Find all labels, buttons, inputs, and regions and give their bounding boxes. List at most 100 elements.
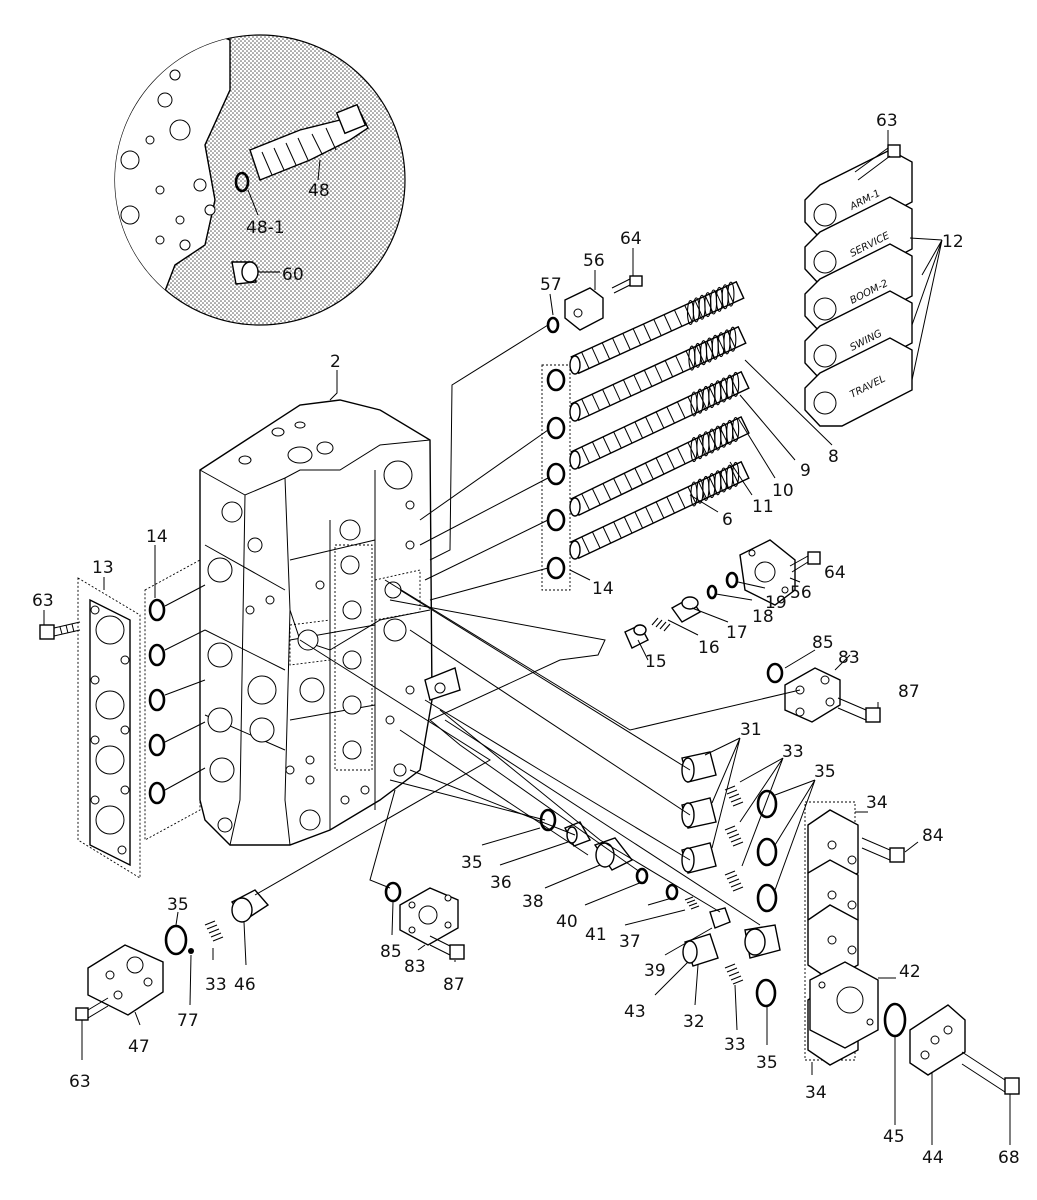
label-85-upper: 85 — [812, 633, 834, 653]
bolt-68 — [961, 1051, 1020, 1095]
small-parts-15-19 — [624, 571, 739, 649]
spool-6 — [569, 460, 750, 560]
section-cover-boom-2: BOOM-2 — [804, 243, 913, 333]
label-39: 39 — [644, 961, 666, 981]
label-12: 12 — [942, 232, 964, 252]
label-57: 57 — [540, 275, 562, 295]
end-cover-13 — [77, 577, 141, 879]
relief-valve-48 — [249, 103, 369, 181]
o-rings-14-right — [541, 364, 571, 591]
label-34-upper: 34 — [866, 793, 888, 813]
label-47: 47 — [128, 1037, 150, 1057]
label-31: 31 — [740, 720, 762, 740]
label-85-lower: 85 — [380, 942, 402, 962]
flange-83-lower — [399, 887, 459, 946]
o-ring-85-lower — [384, 881, 402, 903]
o-ring-85-upper — [766, 662, 784, 684]
label-56-right: 56 — [790, 583, 812, 603]
label-6: 6 — [722, 510, 733, 530]
spool-9 — [569, 325, 747, 422]
label-18: 18 — [752, 607, 774, 627]
label-15: 15 — [645, 652, 667, 672]
label-56-top: 56 — [583, 251, 605, 271]
label-35-upper: 35 — [814, 762, 836, 782]
bolt-87-upper — [837, 697, 881, 723]
label-38: 38 — [522, 892, 544, 912]
label-64-right: 64 — [824, 563, 846, 583]
label-48-1: 48-1 — [246, 218, 285, 238]
label-33-lower: 33 — [724, 1035, 746, 1055]
bolt-64-right — [789, 551, 821, 573]
plug-46 — [230, 889, 270, 923]
label-35-middle: 35 — [461, 853, 483, 873]
bolt-63-left — [39, 621, 81, 640]
cover-47 — [87, 944, 164, 1016]
spool-11 — [569, 415, 750, 517]
o-rings-14-left — [144, 559, 206, 841]
label-83-lower: 83 — [404, 957, 426, 977]
label-37: 37 — [619, 932, 641, 952]
label-41: 41 — [585, 925, 607, 945]
label-40: 40 — [556, 912, 578, 932]
o-ring-57 — [546, 316, 560, 334]
label-2: 2 — [330, 352, 341, 372]
cap-56-top — [564, 287, 604, 331]
label-35-lower: 35 — [756, 1053, 778, 1073]
springs-33 — [204, 785, 744, 985]
o-ring-45 — [883, 1002, 907, 1038]
spools — [569, 280, 750, 560]
label-36: 36 — [490, 873, 512, 893]
label-68: 68 — [998, 1148, 1020, 1168]
label-33-upper: 33 — [782, 742, 804, 762]
spool-8 — [569, 280, 745, 375]
label-43: 43 — [624, 1002, 646, 1022]
label-46: 46 — [234, 975, 256, 995]
label-64-top: 64 — [620, 229, 642, 249]
bolt-84 — [861, 837, 905, 863]
main-valve-body — [199, 399, 461, 846]
plate-44 — [909, 1004, 966, 1076]
spool-10 — [569, 370, 750, 470]
flange-56-right — [739, 539, 796, 606]
label-9: 9 — [800, 461, 811, 481]
label-35-left: 35 — [167, 895, 189, 915]
cover-42 — [809, 961, 879, 1049]
plugs-31 — [681, 751, 717, 874]
flange-83-upper — [784, 667, 841, 723]
o-rings-35 — [164, 789, 778, 1008]
label-77: 77 — [177, 1011, 199, 1031]
label-19: 19 — [765, 593, 787, 613]
label-33-left: 33 — [205, 975, 227, 995]
label-44: 44 — [922, 1148, 944, 1168]
bolt-87-lower — [429, 935, 465, 960]
parts-36-43 — [564, 821, 781, 967]
pin-77 — [188, 948, 194, 954]
label-17: 17 — [726, 623, 748, 643]
bolt-63-top — [854, 144, 901, 181]
plug-60 — [231, 261, 259, 285]
label-63-top: 63 — [876, 111, 898, 131]
label-14-left: 14 — [146, 527, 168, 547]
label-11: 11 — [752, 497, 774, 517]
detail-view-circle — [114, 34, 406, 326]
label-45: 45 — [883, 1127, 905, 1147]
leader-lines — [43, 130, 1011, 1145]
label-63-left: 63 — [32, 591, 54, 611]
label-60: 60 — [282, 265, 304, 285]
label-42: 42 — [899, 962, 921, 982]
label-48: 48 — [308, 181, 330, 201]
label-32: 32 — [683, 1012, 705, 1032]
label-8: 8 — [828, 447, 839, 467]
label-13: 13 — [92, 558, 114, 578]
label-87-lower: 87 — [443, 975, 465, 995]
label-10: 10 — [772, 481, 794, 501]
label-14-right: 14 — [592, 579, 614, 599]
label-87-upper: 87 — [898, 682, 920, 702]
label-83-upper: 83 — [838, 648, 860, 668]
part-labels: 2 6 8 9 10 11 12 13 14 14 15 16 17 18 19… — [32, 111, 1020, 1168]
bolt-64-top — [611, 275, 643, 294]
label-84: 84 — [922, 826, 944, 846]
label-16: 16 — [698, 638, 720, 658]
